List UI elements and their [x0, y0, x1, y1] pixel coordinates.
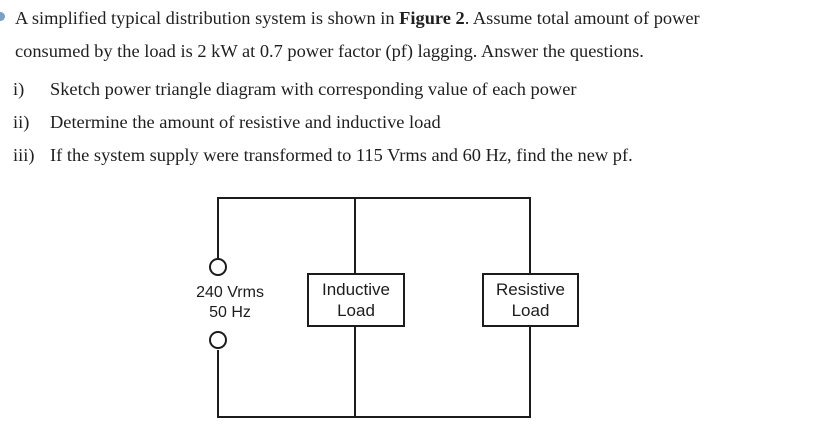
list-item-i: i) Sketch power triangle diagram with co…	[0, 78, 820, 102]
list-item-iii-text: If the system supply were transformed to…	[50, 145, 633, 165]
problem-text-pre: A simplified typical distribution system…	[15, 8, 400, 28]
circuit-wire-left-upper	[217, 197, 219, 259]
inductive-load-label-line2: Load	[337, 301, 375, 320]
source-terminal-bottom-icon	[209, 331, 227, 349]
problem-text-post: . Assume total amount of power	[464, 8, 700, 28]
figure-reference: Figure 2	[399, 8, 465, 28]
list-item-iii-marker: iii)	[13, 145, 35, 165]
list-item-ii-text: Determine the amount of resistive and in…	[50, 112, 441, 132]
source-voltage-label: 240 Vrms	[196, 284, 264, 301]
inductive-load-box: Inductive Load	[307, 273, 405, 327]
circuit-wire-left-lower	[217, 350, 219, 418]
inductive-load-label-line1: Inductive	[321, 280, 391, 299]
list-item-i-text: Sketch power triangle diagram with corre…	[50, 79, 577, 99]
resistive-load-box: Resistive Load	[482, 273, 579, 327]
circuit-wire-top	[217, 197, 531, 199]
source-label: 240 Vrms 50 Hz	[184, 283, 276, 323]
source-terminal-top-icon	[209, 258, 227, 276]
list-item-ii: ii) Determine the amount of resistive an…	[0, 111, 820, 135]
source-frequency-label: 50 Hz	[209, 304, 251, 321]
list-item-ii-marker: ii)	[13, 112, 30, 132]
circuit-wire-bottom	[217, 416, 531, 418]
resistive-load-label-line1: Resistive	[496, 280, 565, 299]
list-item-i-marker: i)	[13, 79, 25, 99]
list-item-iii: iii) If the system supply were transform…	[0, 144, 820, 168]
problem-statement-line2: consumed by the load is 2 kW at 0.7 powe…	[15, 41, 644, 61]
problem-statement-line1: A simplified typical distribution system…	[15, 7, 700, 29]
bullet-icon	[0, 12, 5, 21]
resistive-load-label-line2: Load	[511, 301, 550, 320]
